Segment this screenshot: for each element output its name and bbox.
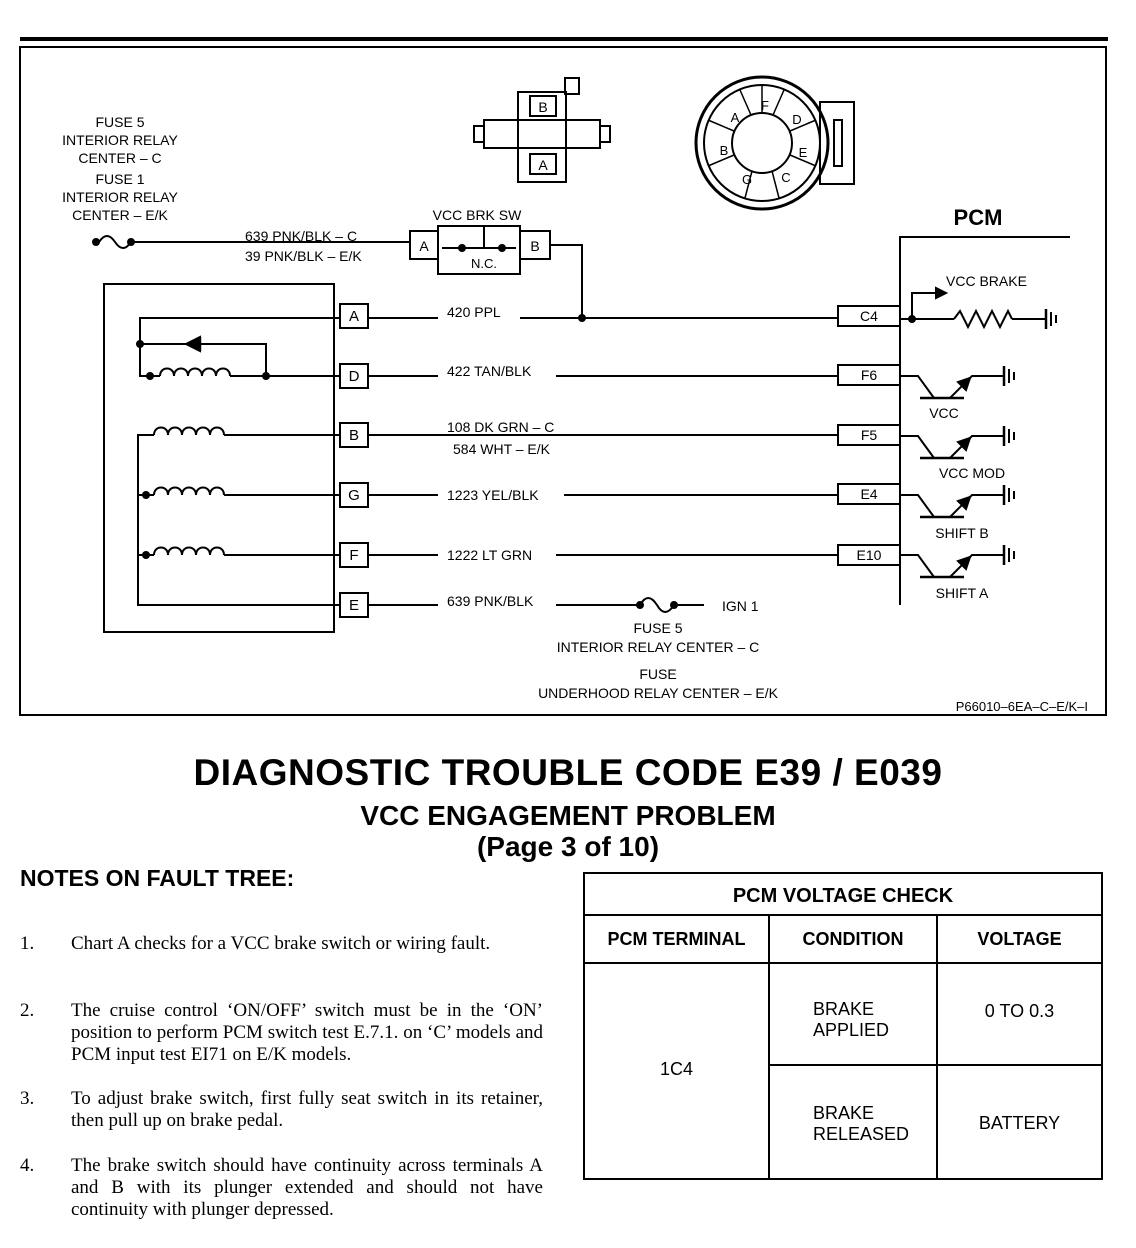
vcc-brake-input-circuit (900, 286, 1057, 330)
round-pin-b: B (720, 143, 729, 158)
pcm-driver-transistors (900, 366, 1015, 579)
small-connector-pin-b: B (538, 99, 547, 115)
note-item: 2. The cruise control ‘ON/OFF’ switch mu… (20, 1000, 545, 1066)
note-text: The brake switch should have continuity … (71, 1155, 543, 1220)
note-text: Chart A checks for a VCC brake switch or… (71, 933, 491, 954)
fuse-bottom-label-3: FUSE (639, 666, 676, 682)
ign-label: IGN 1 (722, 598, 759, 614)
voltage-value: BATTERY (978, 1113, 1061, 1133)
pcm-boundary (899, 236, 1070, 605)
round-pin-e: E (799, 145, 808, 160)
solenoid-pin-a: A (349, 308, 359, 325)
pcm-terminal-f6: F6 (861, 367, 878, 383)
note-text: To adjust brake switch, first fully seat… (71, 1088, 543, 1131)
table-title: PCM VOLTAGE CHECK (732, 885, 954, 907)
wire-label-639-c: 639 PNK/BLK – C (245, 228, 357, 244)
note-number: 2. (20, 1000, 35, 1021)
fuse-top-label-6: CENTER – E/K (72, 207, 168, 223)
fuse-bottom-label-1: FUSE 5 (633, 620, 682, 636)
wire-label-1223: 1223 YEL/BLK (447, 487, 539, 503)
pcm-terminal-c4: C4 (860, 308, 878, 324)
wiring-diagram: B A F A D B E G C FUSE 5 INTERIOR RELAY … (19, 37, 1108, 716)
solenoid-circuitry (136, 317, 334, 606)
small-connector-pin-a: A (538, 157, 548, 173)
pcm-output-shift-a: SHIFT A (936, 585, 989, 601)
fuse-symbol-top (92, 235, 135, 249)
switch-pin-b: B (530, 238, 539, 254)
pcm-label: PCM (954, 205, 1003, 230)
round-pin-f: F (761, 98, 769, 113)
solenoid-pin-g: G (348, 487, 360, 504)
switch-nc-label: N.C. (471, 256, 497, 271)
fuse-top-label-5: INTERIOR RELAY (62, 189, 178, 205)
condition-line: APPLIED (813, 1020, 890, 1040)
round-connector-icon (694, 75, 855, 211)
small-connector-icon (473, 77, 611, 183)
round-pin-g: G (742, 172, 752, 187)
condition-line: RELEASED (813, 1124, 910, 1144)
round-pin-a: A (731, 110, 740, 125)
voltage-value: 0 TO 0.3 (984, 1001, 1055, 1021)
page-subtitle: VCC ENGAGEMENT PROBLEM (360, 800, 776, 831)
pcm-terminal-boxes (837, 305, 901, 566)
page-number: (Page 3 of 10) (476, 831, 660, 862)
condition-line: BRAKE (813, 999, 875, 1019)
pcm-terminal-e10: E10 (857, 547, 882, 563)
round-pin-c: C (781, 170, 790, 185)
terminal-value: 1C4 (659, 1059, 694, 1079)
fuse-symbol-bottom (636, 597, 678, 613)
note-item: 3. To adjust brake switch, first fully s… (20, 1088, 545, 1132)
wire-label-39-ek: 39 PNK/BLK – E/K (245, 248, 362, 264)
pcm-output-shift-b: SHIFT B (935, 525, 988, 541)
column-header-condition: CONDITION (802, 929, 904, 949)
wire-label-420: 420 PPL (447, 304, 501, 320)
wire-label-422: 422 TAN/BLK (447, 363, 532, 379)
note-number: 3. (20, 1088, 35, 1109)
wire-label-1222: 1222 LT GRN (447, 547, 532, 563)
wire-label-639-bottom: 639 PNK/BLK (447, 593, 534, 609)
note-text: The cruise control ‘ON/OFF’ switch must … (71, 1000, 543, 1065)
pcm-output-vcc: VCC (929, 405, 959, 421)
solenoid-pin-boxes (334, 303, 369, 618)
switch-pin-a: A (419, 238, 429, 254)
solenoid-assembly-box (103, 283, 335, 633)
pcm-output-vcc-mod: VCC MOD (939, 465, 1005, 481)
vcc-brake-label: VCC BRAKE (946, 273, 1027, 289)
note-item: 4. The brake switch should have continui… (20, 1155, 545, 1221)
wire-switch-to-420 (550, 244, 583, 318)
solenoid-pin-f: F (349, 547, 358, 564)
pcm-voltage-check-table: PCM VOLTAGE CHECK PCM TERMINAL CONDITION… (583, 872, 1103, 1180)
notes-heading: NOTES ON FAULT TREE: (20, 865, 295, 891)
fuse-top-label-4: FUSE 1 (95, 171, 144, 187)
note-number: 1. (20, 933, 35, 954)
fuse-top-label-1: FUSE 5 (95, 114, 144, 130)
fuse-top-label-3: CENTER – C (78, 150, 161, 166)
pcm-terminal-f5: F5 (861, 427, 878, 443)
note-item: 1. Chart A checks for a VCC brake switch… (20, 933, 545, 977)
note-number: 4. (20, 1155, 35, 1176)
column-header-voltage: VOLTAGE (977, 929, 1062, 949)
fuse-bottom-label-2: INTERIOR RELAY CENTER – C (557, 639, 760, 655)
figure-id: P66010–6EA–C–E/K–I (956, 699, 1088, 714)
solenoid-pin-e: E (349, 597, 359, 614)
condition-line: BRAKE (813, 1103, 875, 1123)
page-title: DIAGNOSTIC TROUBLE CODE E39 / E039 (193, 752, 943, 793)
fuse-top-label-2: INTERIOR RELAY (62, 132, 178, 148)
pcm-terminal-e4: E4 (860, 486, 877, 502)
vcc-brk-sw-label: VCC BRK SW (433, 207, 522, 223)
diagram-frame (19, 46, 1107, 716)
solenoid-pin-b: B (349, 427, 359, 444)
column-header-terminal: PCM TERMINAL (607, 929, 746, 949)
solenoid-pin-d: D (349, 368, 360, 385)
wire-label-108: 108 DK GRN – C (447, 419, 554, 435)
harness-wires (368, 317, 838, 606)
wire-label-584: 584 WHT – E/K (453, 441, 551, 457)
fuse-bottom-label-4: UNDERHOOD RELAY CENTER – E/K (538, 685, 779, 701)
round-pin-d: D (792, 112, 801, 127)
